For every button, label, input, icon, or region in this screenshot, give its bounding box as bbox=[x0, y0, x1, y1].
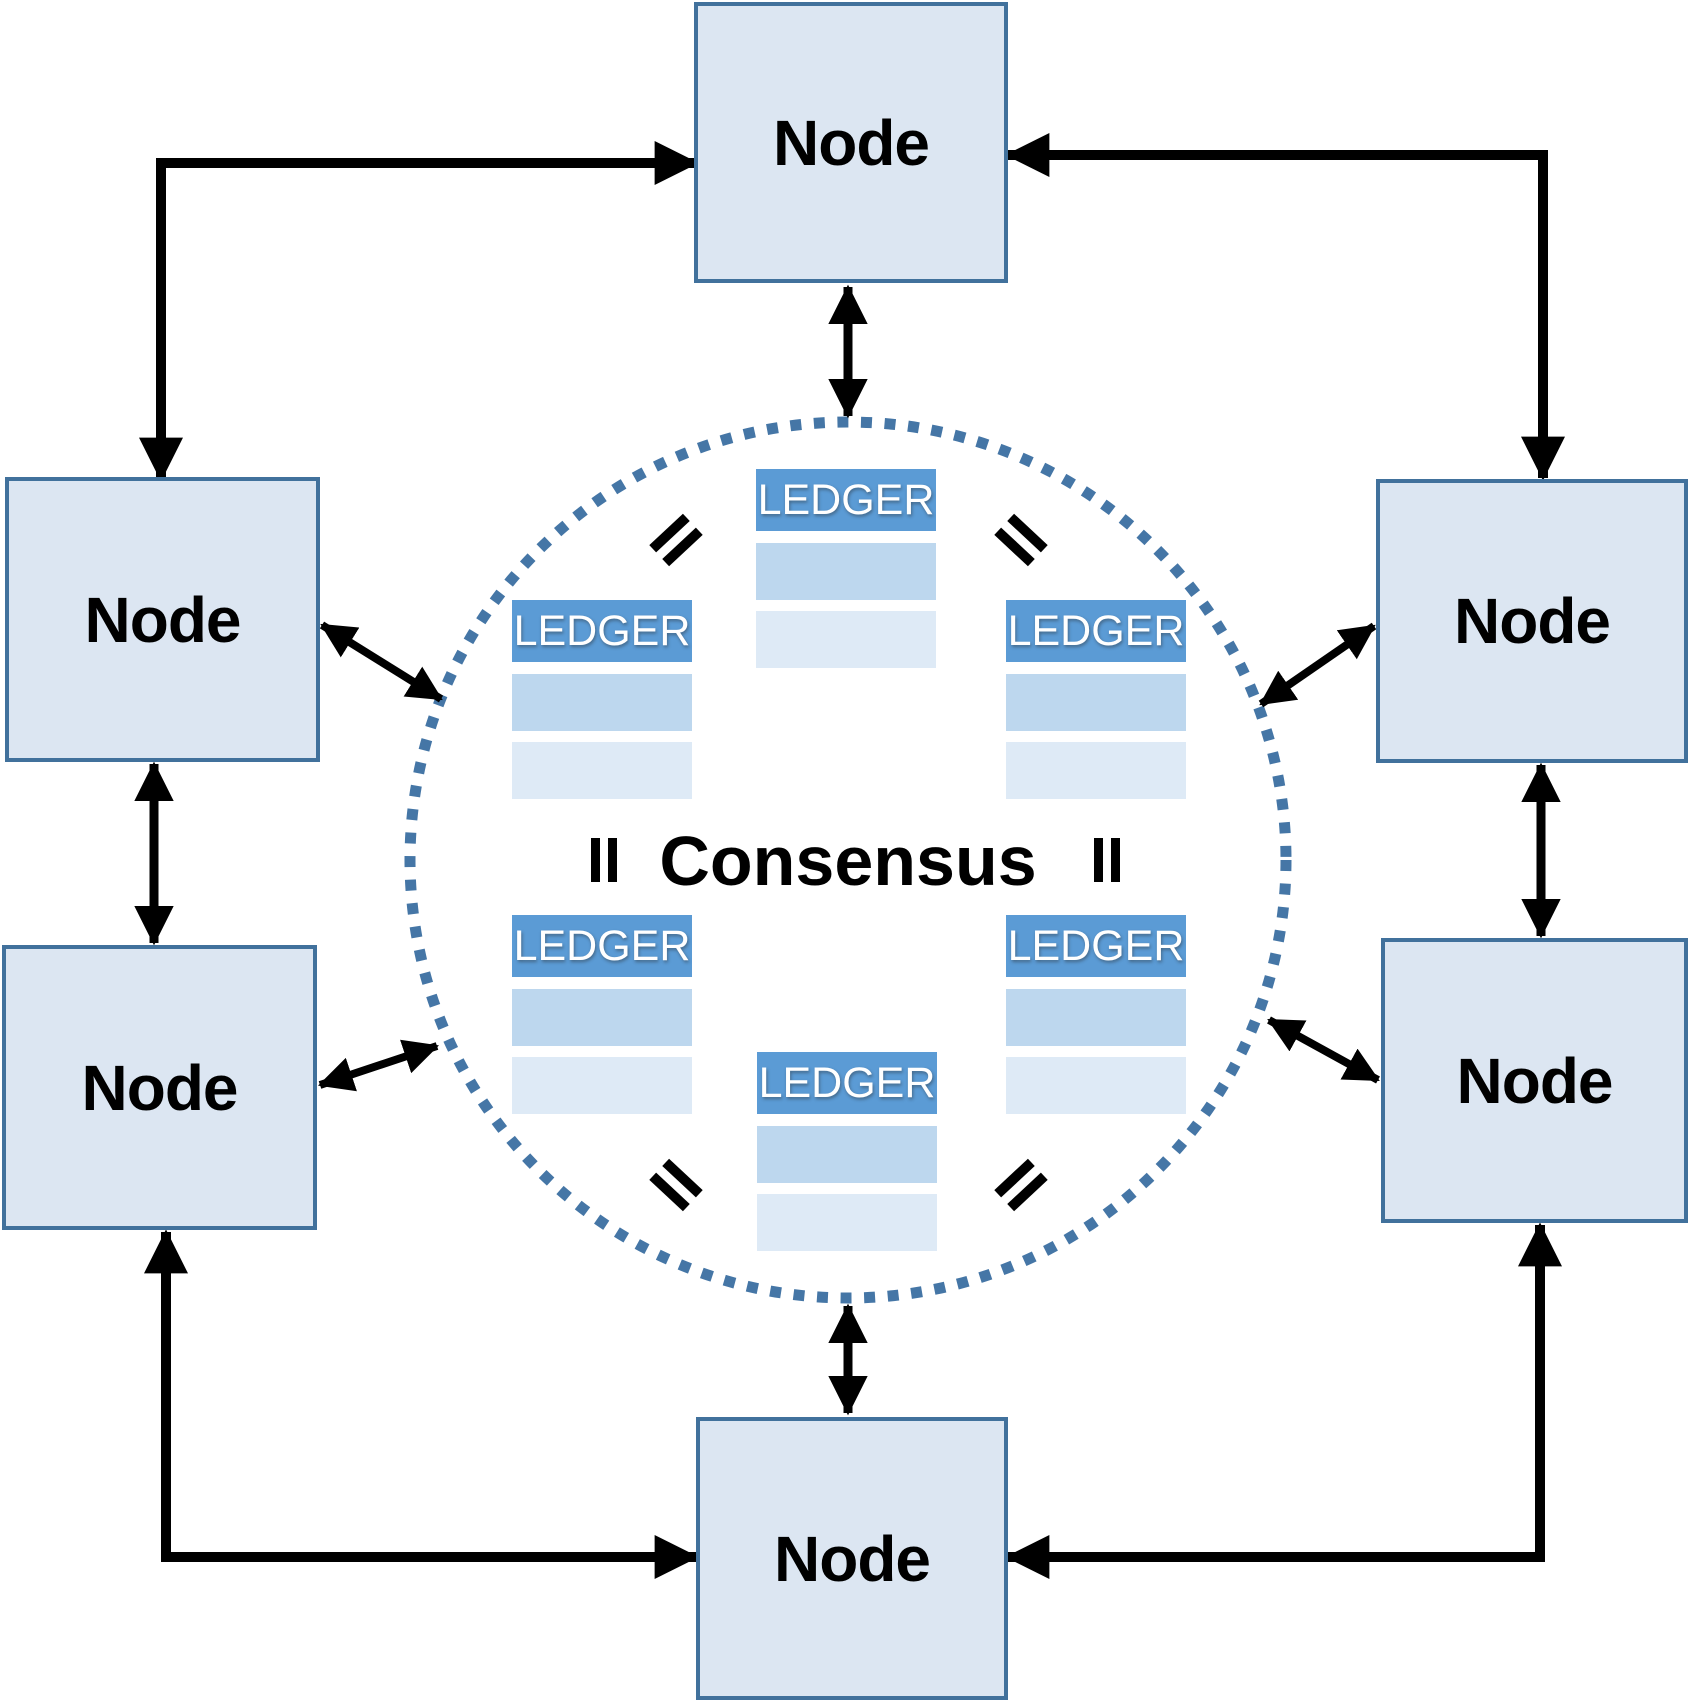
ledger-table-bottom-center: LEDGER bbox=[757, 1052, 937, 1251]
ledger-title: LEDGER bbox=[1007, 606, 1185, 655]
equals-bar bbox=[1111, 838, 1120, 882]
node-box-left-upper: Node bbox=[5, 477, 320, 762]
arrow-bottom-node-to-left-lower-node bbox=[143, 1229, 699, 1580]
ledger-row bbox=[756, 543, 936, 600]
node-box-left-lower: Node bbox=[2, 945, 317, 1230]
ledger-row bbox=[757, 1126, 937, 1183]
ledger-row bbox=[757, 1194, 937, 1251]
ledger-header: LEDGER bbox=[756, 469, 936, 531]
arrow-right-upper-node-to-consensus bbox=[1258, 622, 1377, 708]
consensus-title: Consensus bbox=[659, 822, 1037, 900]
node-label: Node bbox=[84, 583, 242, 656]
ledger-row bbox=[512, 989, 692, 1046]
ledger-row bbox=[1006, 1057, 1186, 1114]
ledger-header: LEDGER bbox=[1006, 600, 1186, 662]
node-label: Node bbox=[81, 1051, 239, 1124]
ledger-title: LEDGER bbox=[513, 921, 691, 970]
node-label: Node bbox=[773, 106, 930, 179]
ledger-header: LEDGER bbox=[512, 915, 692, 977]
node-box-bottom: Node bbox=[696, 1417, 1008, 1700]
equals-icon-middle-right bbox=[1094, 838, 1120, 882]
node-label: Node bbox=[1456, 1044, 1614, 1117]
node-label: Node bbox=[1454, 585, 1611, 657]
ledger-row bbox=[1006, 989, 1186, 1046]
ledger-title: LEDGER bbox=[1007, 921, 1185, 970]
equals-bar bbox=[608, 838, 617, 882]
ledger-table-lower-left: LEDGER bbox=[512, 915, 692, 1114]
node-box-top: Node bbox=[694, 2, 1008, 283]
ledger-row bbox=[1006, 674, 1186, 731]
arrow-top-node-to-left-upper-node bbox=[138, 140, 699, 482]
ledger-title: LEDGER bbox=[758, 1058, 936, 1107]
ledger-table-top-center: LEDGER bbox=[756, 469, 936, 668]
ledger-table-lower-right: LEDGER bbox=[1006, 915, 1186, 1114]
ledger-title: LEDGER bbox=[513, 606, 691, 655]
ledger-title: LEDGER bbox=[757, 475, 935, 524]
ledger-row bbox=[512, 1057, 692, 1114]
ledger-header: LEDGER bbox=[757, 1052, 937, 1114]
ledger-table-upper-right: LEDGER bbox=[1006, 600, 1186, 799]
equals-bar bbox=[1094, 838, 1103, 882]
arrow-right-lower-node-to-consensus bbox=[1267, 1016, 1380, 1084]
node-box-right-lower: Node bbox=[1381, 938, 1688, 1223]
arrow-top-node-to-right-upper-node bbox=[1005, 132, 1566, 481]
equals-icon-middle-left bbox=[591, 838, 617, 882]
ledger-header: LEDGER bbox=[1006, 915, 1186, 977]
ledger-row bbox=[512, 742, 692, 799]
ledger-table-upper-left: LEDGER bbox=[512, 600, 692, 799]
ledger-row bbox=[512, 674, 692, 731]
node-box-right-upper: Node bbox=[1376, 479, 1688, 763]
equals-bar bbox=[591, 838, 600, 882]
arrow-left-lower-node-to-consensus bbox=[317, 1039, 440, 1092]
consensus-dotted-circle-icon bbox=[404, 416, 1292, 1304]
arrow-left-upper-node-to-consensus bbox=[319, 621, 444, 703]
node-label: Node bbox=[774, 1522, 931, 1595]
ledger-row bbox=[1006, 742, 1186, 799]
ledger-header: LEDGER bbox=[512, 600, 692, 662]
ledger-row bbox=[756, 611, 936, 668]
arrow-bottom-node-to-right-lower-node bbox=[1005, 1222, 1563, 1580]
